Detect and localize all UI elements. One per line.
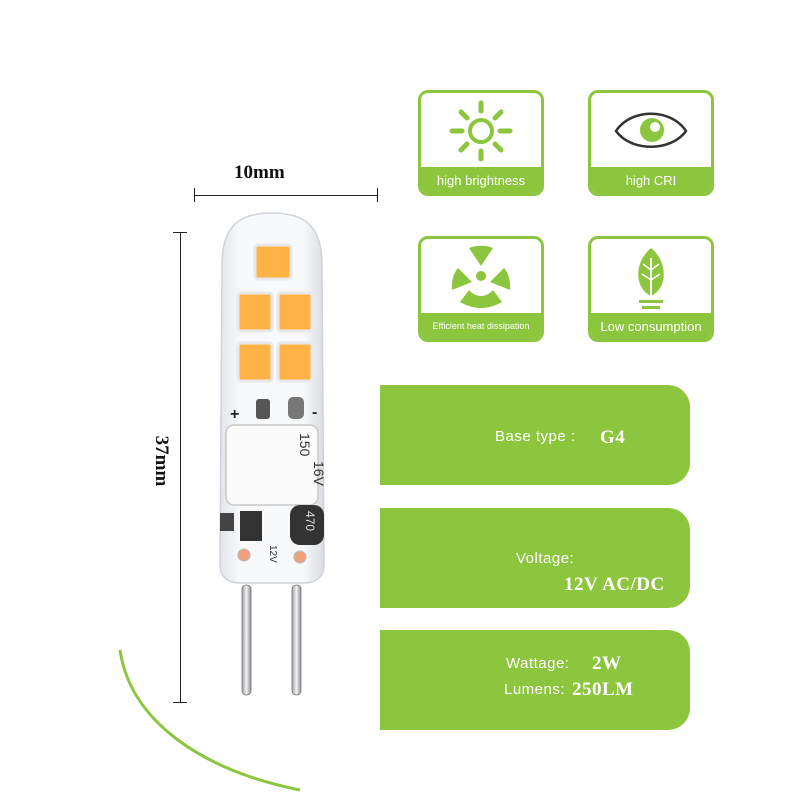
- feature-card-high-cri: high CRI: [588, 90, 714, 196]
- led-2: [236, 291, 274, 333]
- ic-chip: [240, 511, 262, 541]
- feature-card-heat-dissipation: Efficient heat dissipation: [418, 236, 544, 342]
- led-3: [276, 291, 314, 333]
- base-type-value: G4: [600, 427, 626, 448]
- diode-marking: 12V: [267, 545, 278, 563]
- wattage-value: 2W: [592, 653, 622, 674]
- spec-panel-voltage: Voltage: 12V AC/DC: [380, 508, 690, 608]
- height-tick-bottom: [173, 702, 187, 703]
- width-dimension: 10mm: [192, 160, 380, 210]
- cap-voltage-marking: 16V: [311, 461, 327, 487]
- led-1: [253, 243, 293, 281]
- eye-icon: [591, 93, 711, 169]
- feature-card-high-brightness: high brightness: [418, 90, 544, 196]
- height-tick-top: [173, 232, 187, 233]
- lumens-value: 250LM: [572, 679, 634, 700]
- fan-icon: [421, 239, 541, 315]
- spec-panel-base-type: Base type : G4: [380, 385, 690, 485]
- inductor-marking: 470: [303, 511, 317, 531]
- leaf-icon: [591, 239, 711, 315]
- cap-value-marking: 150: [297, 433, 313, 457]
- width-line: [194, 195, 378, 196]
- voltage-value: 12V AC/DC: [564, 574, 665, 595]
- feature-label-heat-dissipation: Efficient heat dissipation: [421, 313, 541, 339]
- g4-bulb-illustration: + - 150 16V 470 12V: [219, 212, 327, 696]
- voltage-label: Voltage:: [516, 550, 575, 567]
- capacitor: [225, 424, 319, 506]
- sun-icon: [421, 93, 541, 169]
- pin-left: [241, 584, 252, 696]
- height-line: [180, 232, 181, 702]
- led-4: [236, 341, 274, 383]
- feature-label-high-brightness: high brightness: [421, 167, 541, 193]
- base-type-label: Base type :: [495, 428, 576, 445]
- lumens-label: Lumens:: [504, 681, 566, 698]
- height-dimension: 37mm: [140, 230, 190, 705]
- inductor: [290, 505, 324, 545]
- feature-card-low-consumption: Low consumption: [588, 236, 714, 342]
- width-tick-right: [377, 188, 378, 202]
- led-5: [276, 341, 314, 383]
- wattage-label: Wattage:: [506, 655, 570, 672]
- plus-marking: +: [230, 406, 239, 423]
- width-tick-left: [194, 188, 195, 202]
- minus-marking: -: [312, 404, 317, 421]
- spec-panel-wattage: Wattage: 2W Lumens: 250LM: [380, 630, 690, 730]
- height-label: 37mm: [151, 435, 172, 487]
- feature-label-low-consumption: Low consumption: [591, 313, 711, 339]
- width-label: 10mm: [234, 162, 285, 183]
- pin-right: [291, 584, 302, 696]
- feature-label-high-cri: high CRI: [591, 167, 711, 193]
